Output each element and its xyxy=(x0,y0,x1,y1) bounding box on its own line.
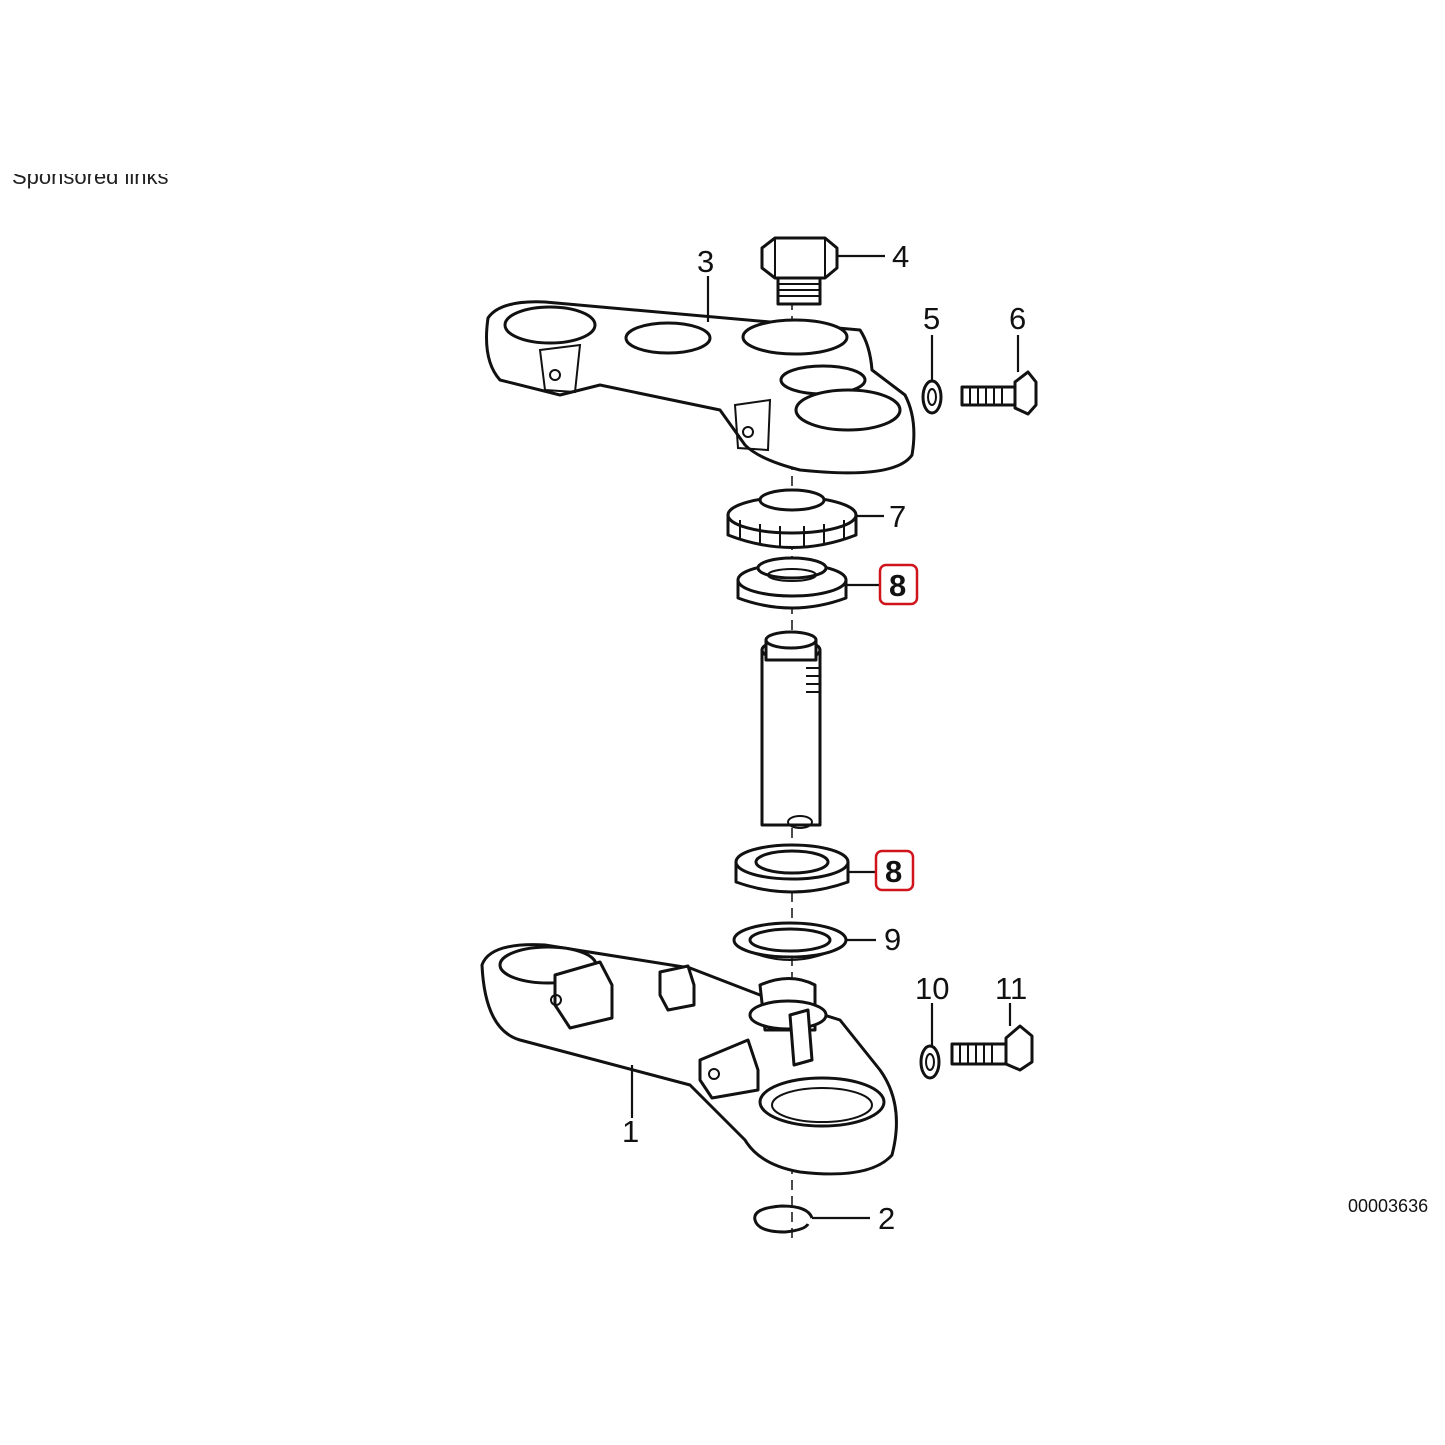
highlight-box-8-upper xyxy=(878,563,919,606)
center-nut[interactable] xyxy=(760,236,839,306)
sponsored-links-text[interactable]: Sponsored links xyxy=(12,164,169,189)
adjusting-ring[interactable] xyxy=(726,488,858,549)
leader-lines xyxy=(630,254,1020,1220)
callout-10[interactable]: 10 xyxy=(915,971,949,1006)
callout-5[interactable]: 5 xyxy=(923,301,940,336)
callout-8-upper[interactable]: 8 xyxy=(889,568,906,603)
steering-stem[interactable] xyxy=(760,630,822,829)
bolt-upper[interactable] xyxy=(960,370,1038,416)
washer-lower[interactable] xyxy=(919,1044,941,1080)
callout-7[interactable]: 7 xyxy=(889,499,906,534)
lower-fork-bridge[interactable] xyxy=(480,943,898,1176)
highlight-box-8-lower xyxy=(874,849,915,892)
callout-3[interactable]: 3 xyxy=(697,244,714,279)
bolt-lower[interactable] xyxy=(950,1024,1034,1072)
diagram-reference-id: 00003636 xyxy=(1348,1196,1429,1216)
bearing-lower[interactable] xyxy=(734,843,850,894)
callout-4[interactable]: 4 xyxy=(892,239,909,274)
callout-11[interactable]: 11 xyxy=(995,971,1027,1006)
callout-9[interactable]: 9 xyxy=(884,922,901,957)
circlip[interactable] xyxy=(753,1204,814,1234)
callout-1[interactable]: 1 xyxy=(622,1114,639,1149)
bearing-upper[interactable] xyxy=(736,556,848,610)
washer-upper[interactable] xyxy=(921,379,943,415)
callout-8-lower[interactable]: 8 xyxy=(885,854,902,889)
callout-6[interactable]: 6 xyxy=(1009,301,1026,336)
callout-2[interactable]: 2 xyxy=(878,1201,895,1236)
upper-fork-bridge[interactable] xyxy=(485,300,916,475)
dust-seal[interactable] xyxy=(732,921,848,961)
